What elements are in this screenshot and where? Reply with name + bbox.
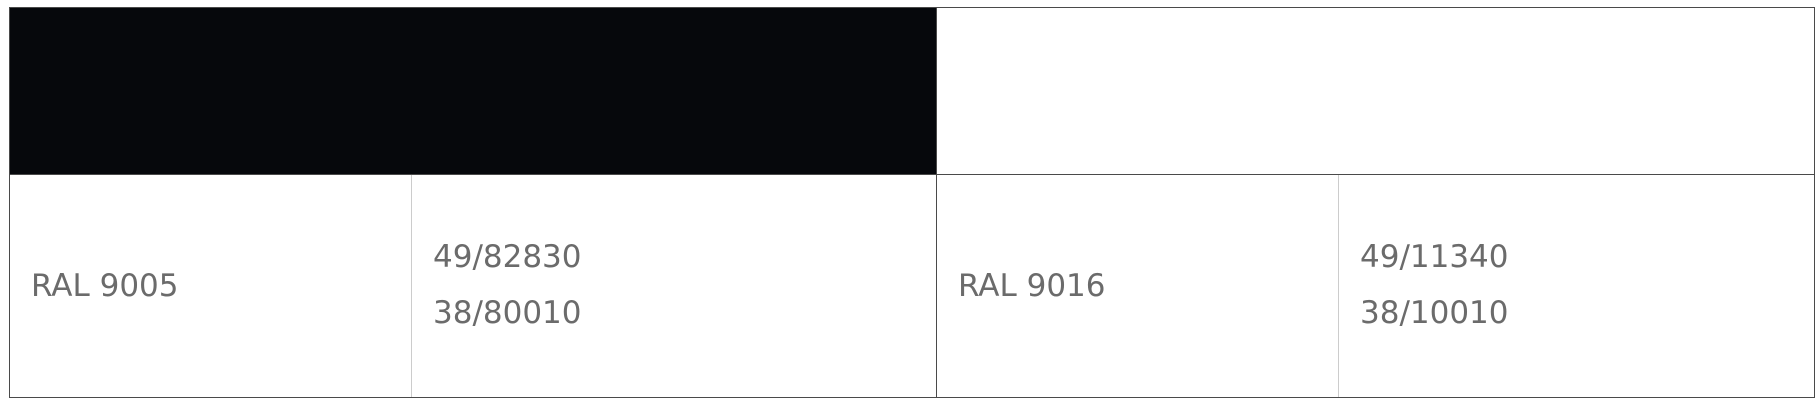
color-swatch-ral-9016 — [937, 8, 1814, 174]
ral-name: RAL 9016 — [958, 268, 1106, 304]
code-value: 38/10010 — [1360, 295, 1509, 331]
ral-name-cell: RAL 9016 — [937, 175, 1339, 397]
swatch-row — [10, 8, 1814, 175]
ral-name: RAL 9005 — [31, 268, 179, 304]
code-value: 38/80010 — [433, 295, 582, 331]
ral-name-cell: RAL 9005 — [10, 175, 412, 397]
codes-cell: 49/11340 38/10010 — [1339, 175, 1814, 397]
color-table: RAL 9005 49/82830 38/80010 RAL 9016 49/1… — [9, 7, 1815, 398]
code-list: 49/82830 38/80010 — [433, 229, 582, 341]
code-value: 49/11340 — [1360, 239, 1509, 275]
code-value: 49/82830 — [433, 239, 582, 275]
info-row: RAL 9005 49/82830 38/80010 RAL 9016 49/1… — [10, 175, 1814, 397]
color-swatch-ral-9005 — [10, 8, 937, 174]
codes-cell: 49/82830 38/80010 — [412, 175, 937, 397]
code-list: 49/11340 38/10010 — [1360, 229, 1509, 341]
